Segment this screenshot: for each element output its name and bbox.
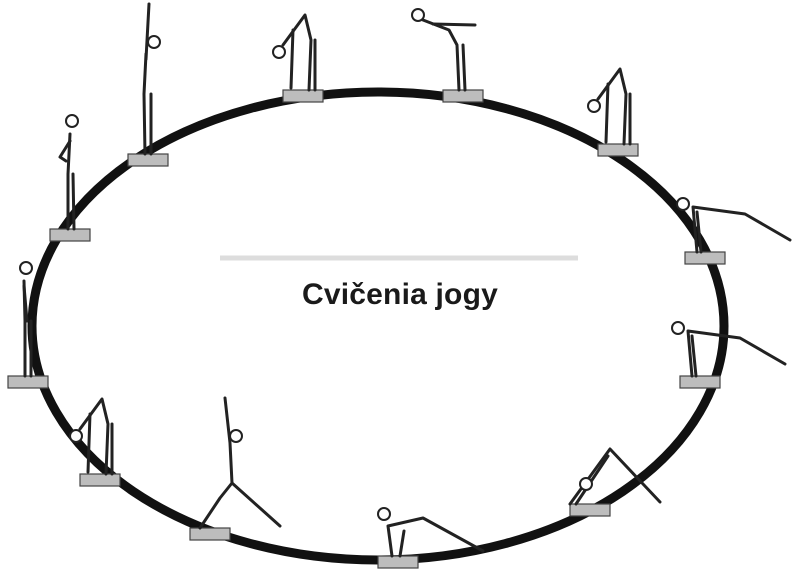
figure-head	[230, 430, 242, 442]
pose-figure-forward-fold-hands-down	[70, 399, 120, 486]
figure-head	[378, 508, 390, 520]
figure-head	[412, 9, 424, 21]
pose-figure-plank-pose	[677, 198, 790, 264]
figure-limb	[463, 45, 465, 90]
pose-figure-standing-forward-bend	[273, 15, 323, 102]
figure-head	[672, 322, 684, 334]
figure-head	[273, 46, 285, 58]
pose-figure-plank-pose-repeat	[672, 322, 785, 388]
figure-head	[580, 478, 592, 490]
figure-head	[66, 115, 78, 127]
pose-figure-downward-facing-dog	[570, 449, 660, 516]
figure-limb	[400, 531, 404, 556]
pose-figure-half-forward-bend	[412, 9, 483, 102]
figure-head	[588, 100, 600, 112]
yoga-mat	[680, 376, 720, 388]
diagram-title: Cvičenia jogy	[220, 278, 580, 312]
figure-limb	[144, 54, 146, 154]
figure-head	[677, 198, 689, 210]
yoga-mat	[128, 154, 168, 166]
yoga-mat	[378, 556, 418, 568]
yoga-mat	[190, 528, 230, 540]
figure-limb	[283, 15, 311, 90]
figure-head	[20, 262, 32, 274]
figure-limb	[73, 174, 74, 229]
yoga-mat	[570, 504, 610, 516]
figure-limb	[688, 331, 785, 376]
figure-limb	[146, 4, 149, 59]
yoga-mat	[50, 229, 90, 241]
figure-limb	[88, 414, 90, 472]
figure-head	[70, 430, 82, 442]
figure-limb	[200, 483, 280, 528]
figure-limb	[433, 24, 475, 25]
yoga-mat	[80, 474, 120, 486]
yoga-mat	[598, 144, 638, 156]
yoga-mat	[443, 90, 483, 102]
figure-limb	[606, 84, 608, 142]
figure-limb	[423, 20, 459, 90]
yoga-mat	[685, 252, 725, 264]
yoga-mat	[8, 376, 48, 388]
figure-limb	[598, 69, 626, 144]
figure-head	[148, 36, 160, 48]
pose-figure-high-lunge-arms-raised	[190, 398, 280, 540]
yoga-mat	[283, 90, 323, 102]
figure-limb	[291, 30, 293, 88]
